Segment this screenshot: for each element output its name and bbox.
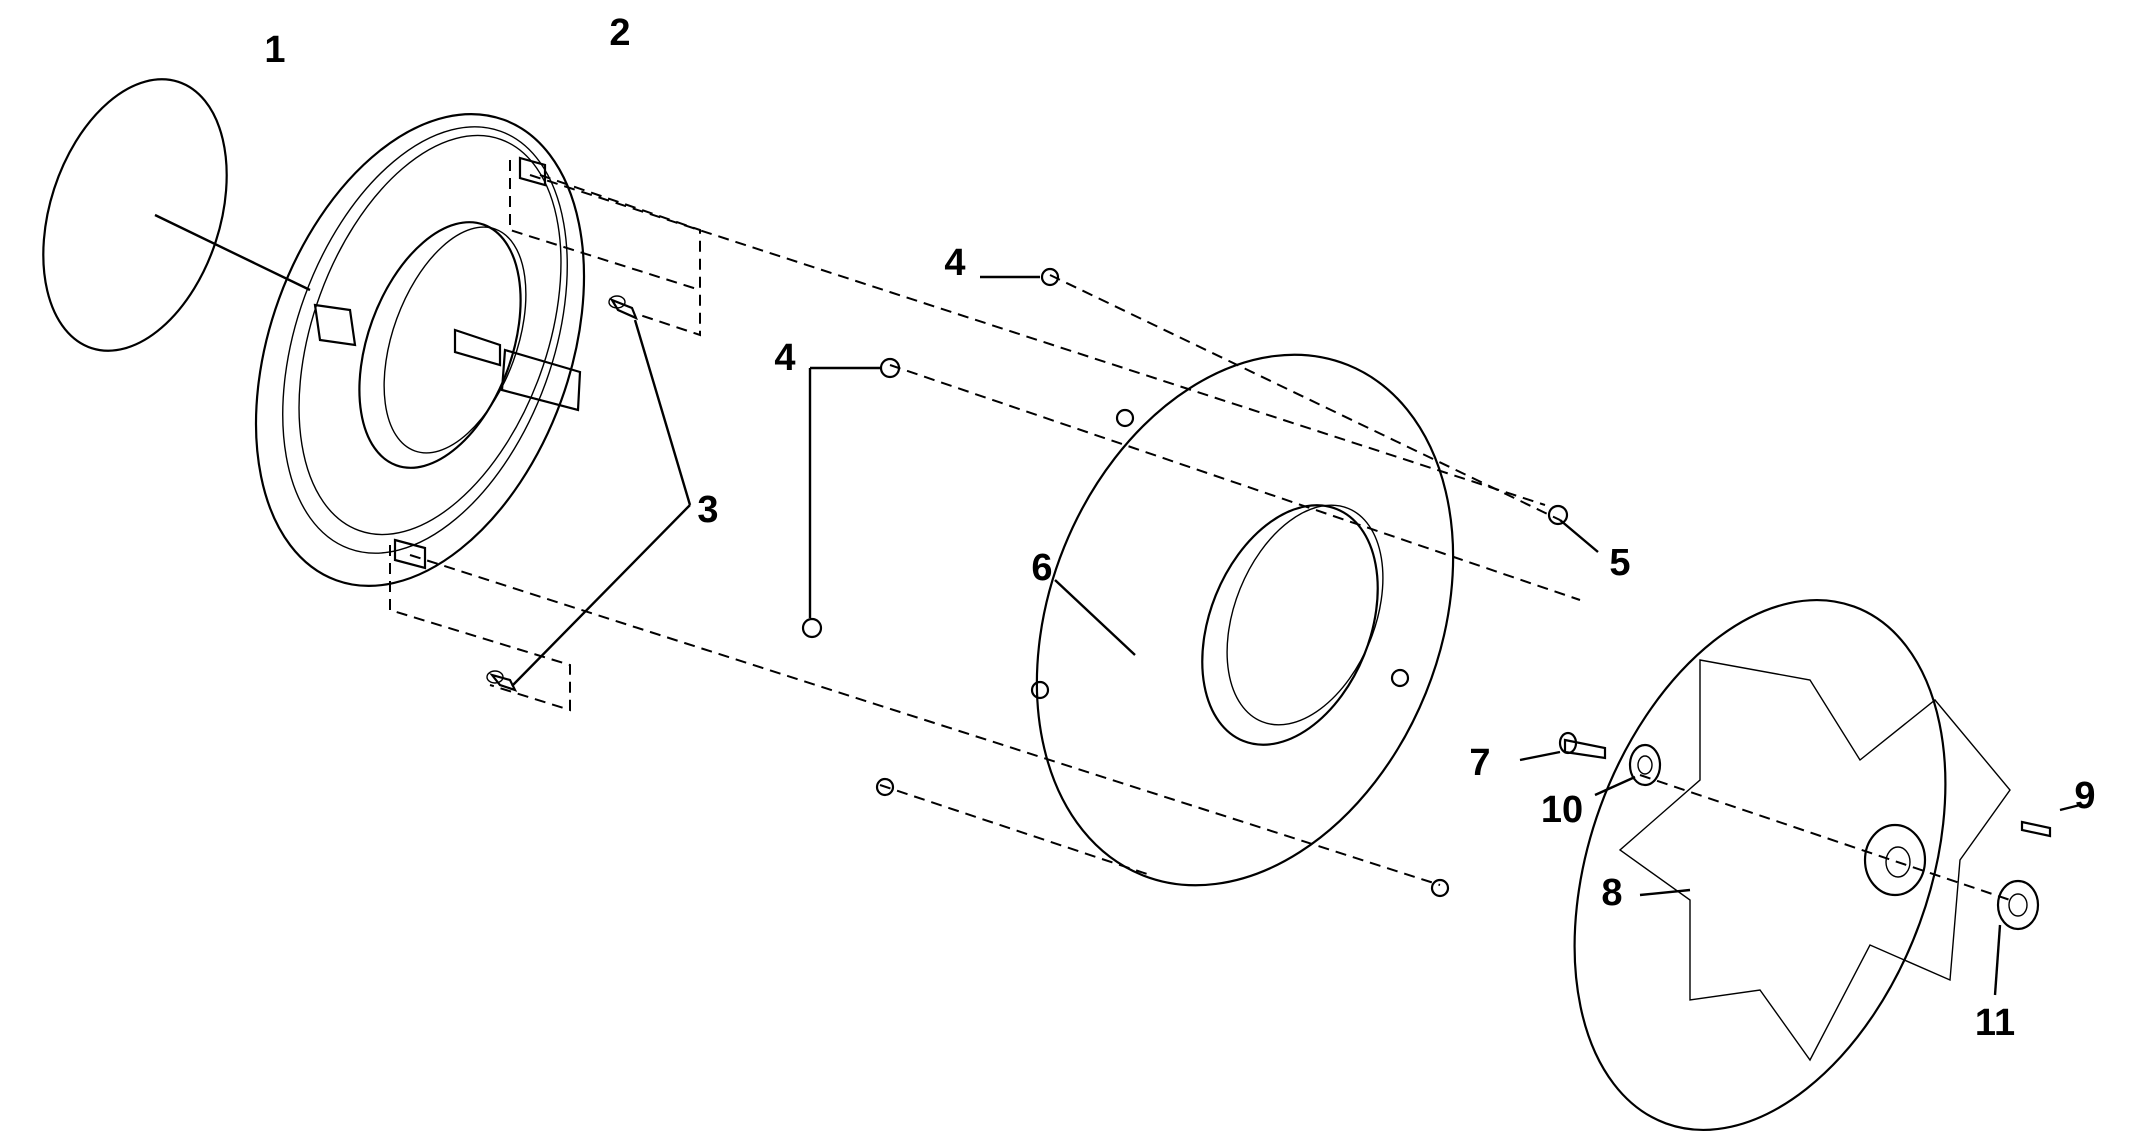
part-5-nut: [1547, 504, 1599, 553]
callout-labels: 1 2 3 4 4 5 6 7 8 9 10 11: [264, 12, 2095, 1044]
callout-6: 6: [1031, 547, 1052, 589]
callout-9: 9: [2074, 775, 2095, 817]
part-2-front-ring: [254, 113, 586, 587]
part-11-bushing: [1993, 879, 2040, 996]
callout-4-lower: 4: [774, 337, 795, 379]
callout-4-upper: 4: [944, 242, 965, 284]
part-6-mounting-plate: [1035, 353, 1455, 887]
part-9-key: [2020, 803, 2081, 838]
part-3-screws: [486, 295, 692, 692]
callout-10: 10: [1541, 789, 1583, 831]
assembly-dashed-lines: [389, 160, 2011, 901]
part-10-washer: [1594, 743, 1662, 797]
part-8-blower-wheel: [1573, 599, 2011, 1131]
callout-5: 5: [1609, 542, 1630, 584]
callout-8: 8: [1601, 872, 1622, 914]
part-7-bolt: [1519, 731, 1607, 762]
callout-2: 2: [609, 12, 630, 54]
callout-11: 11: [1975, 1002, 2015, 1044]
callout-1: 1: [264, 29, 285, 71]
part-1-lens: [42, 78, 311, 352]
callout-3: 3: [697, 489, 718, 531]
part-4-nuts: [801, 267, 1450, 898]
callout-7: 7: [1469, 742, 1490, 784]
